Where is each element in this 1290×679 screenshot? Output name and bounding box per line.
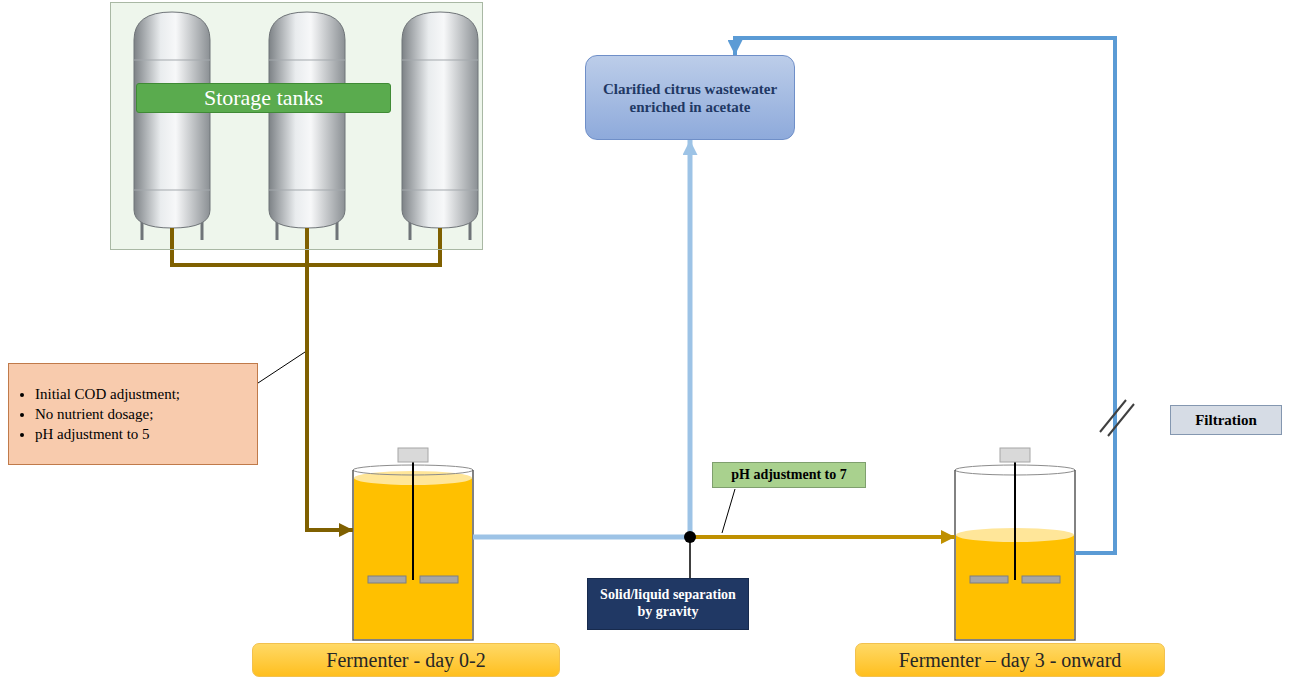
note-item: No nutrient dosage; xyxy=(35,404,249,424)
flow-arrow xyxy=(473,140,690,537)
note-item: pH adjustment to 5 xyxy=(35,424,249,444)
leader-line xyxy=(258,352,305,383)
storage-tank xyxy=(269,12,345,240)
stage-label: Fermenter - day 0-2 xyxy=(252,643,560,677)
note-box: Initial COD adjustment;No nutrient dosag… xyxy=(8,363,258,465)
fermenter-drawing xyxy=(353,448,473,640)
process-label: Filtration xyxy=(1170,405,1282,435)
note-list: Initial COD adjustment;No nutrient dosag… xyxy=(13,384,249,445)
fermenter-drawing xyxy=(955,448,1075,640)
note-item: Initial COD adjustment; xyxy=(35,384,249,404)
stage-label: Fermenter – day 3 - onward xyxy=(855,643,1165,677)
junction-dot xyxy=(684,531,696,543)
condition-box: pH adjustment to 7 xyxy=(712,462,866,488)
panel-title: Storage tanks xyxy=(136,83,391,113)
box-text: Filtration xyxy=(1177,412,1275,429)
filter-symbol xyxy=(1100,400,1134,436)
leader-line xyxy=(722,489,735,533)
process-label: Solid/liquid separation by gravity xyxy=(587,578,749,630)
storage-tank xyxy=(134,12,210,240)
flow-arrow xyxy=(307,250,353,530)
product-box: Clarified citrus wastewater enriched in … xyxy=(585,55,795,140)
fermenter-vessel: Fermenter – day 3 - onward xyxy=(955,470,1075,640)
box-text: pH adjustment to 7 xyxy=(719,467,859,483)
fermenter-vessel: Fermenter - day 0-2 xyxy=(353,470,473,640)
panel-ground xyxy=(110,2,483,250)
storage-panel: Storage tanks xyxy=(110,2,483,250)
box-text: Solid/liquid separation by gravity xyxy=(593,587,743,621)
leader-line xyxy=(689,541,691,578)
storage-tank xyxy=(402,12,478,240)
box-text: Clarified citrus wastewater enriched in … xyxy=(596,80,784,116)
